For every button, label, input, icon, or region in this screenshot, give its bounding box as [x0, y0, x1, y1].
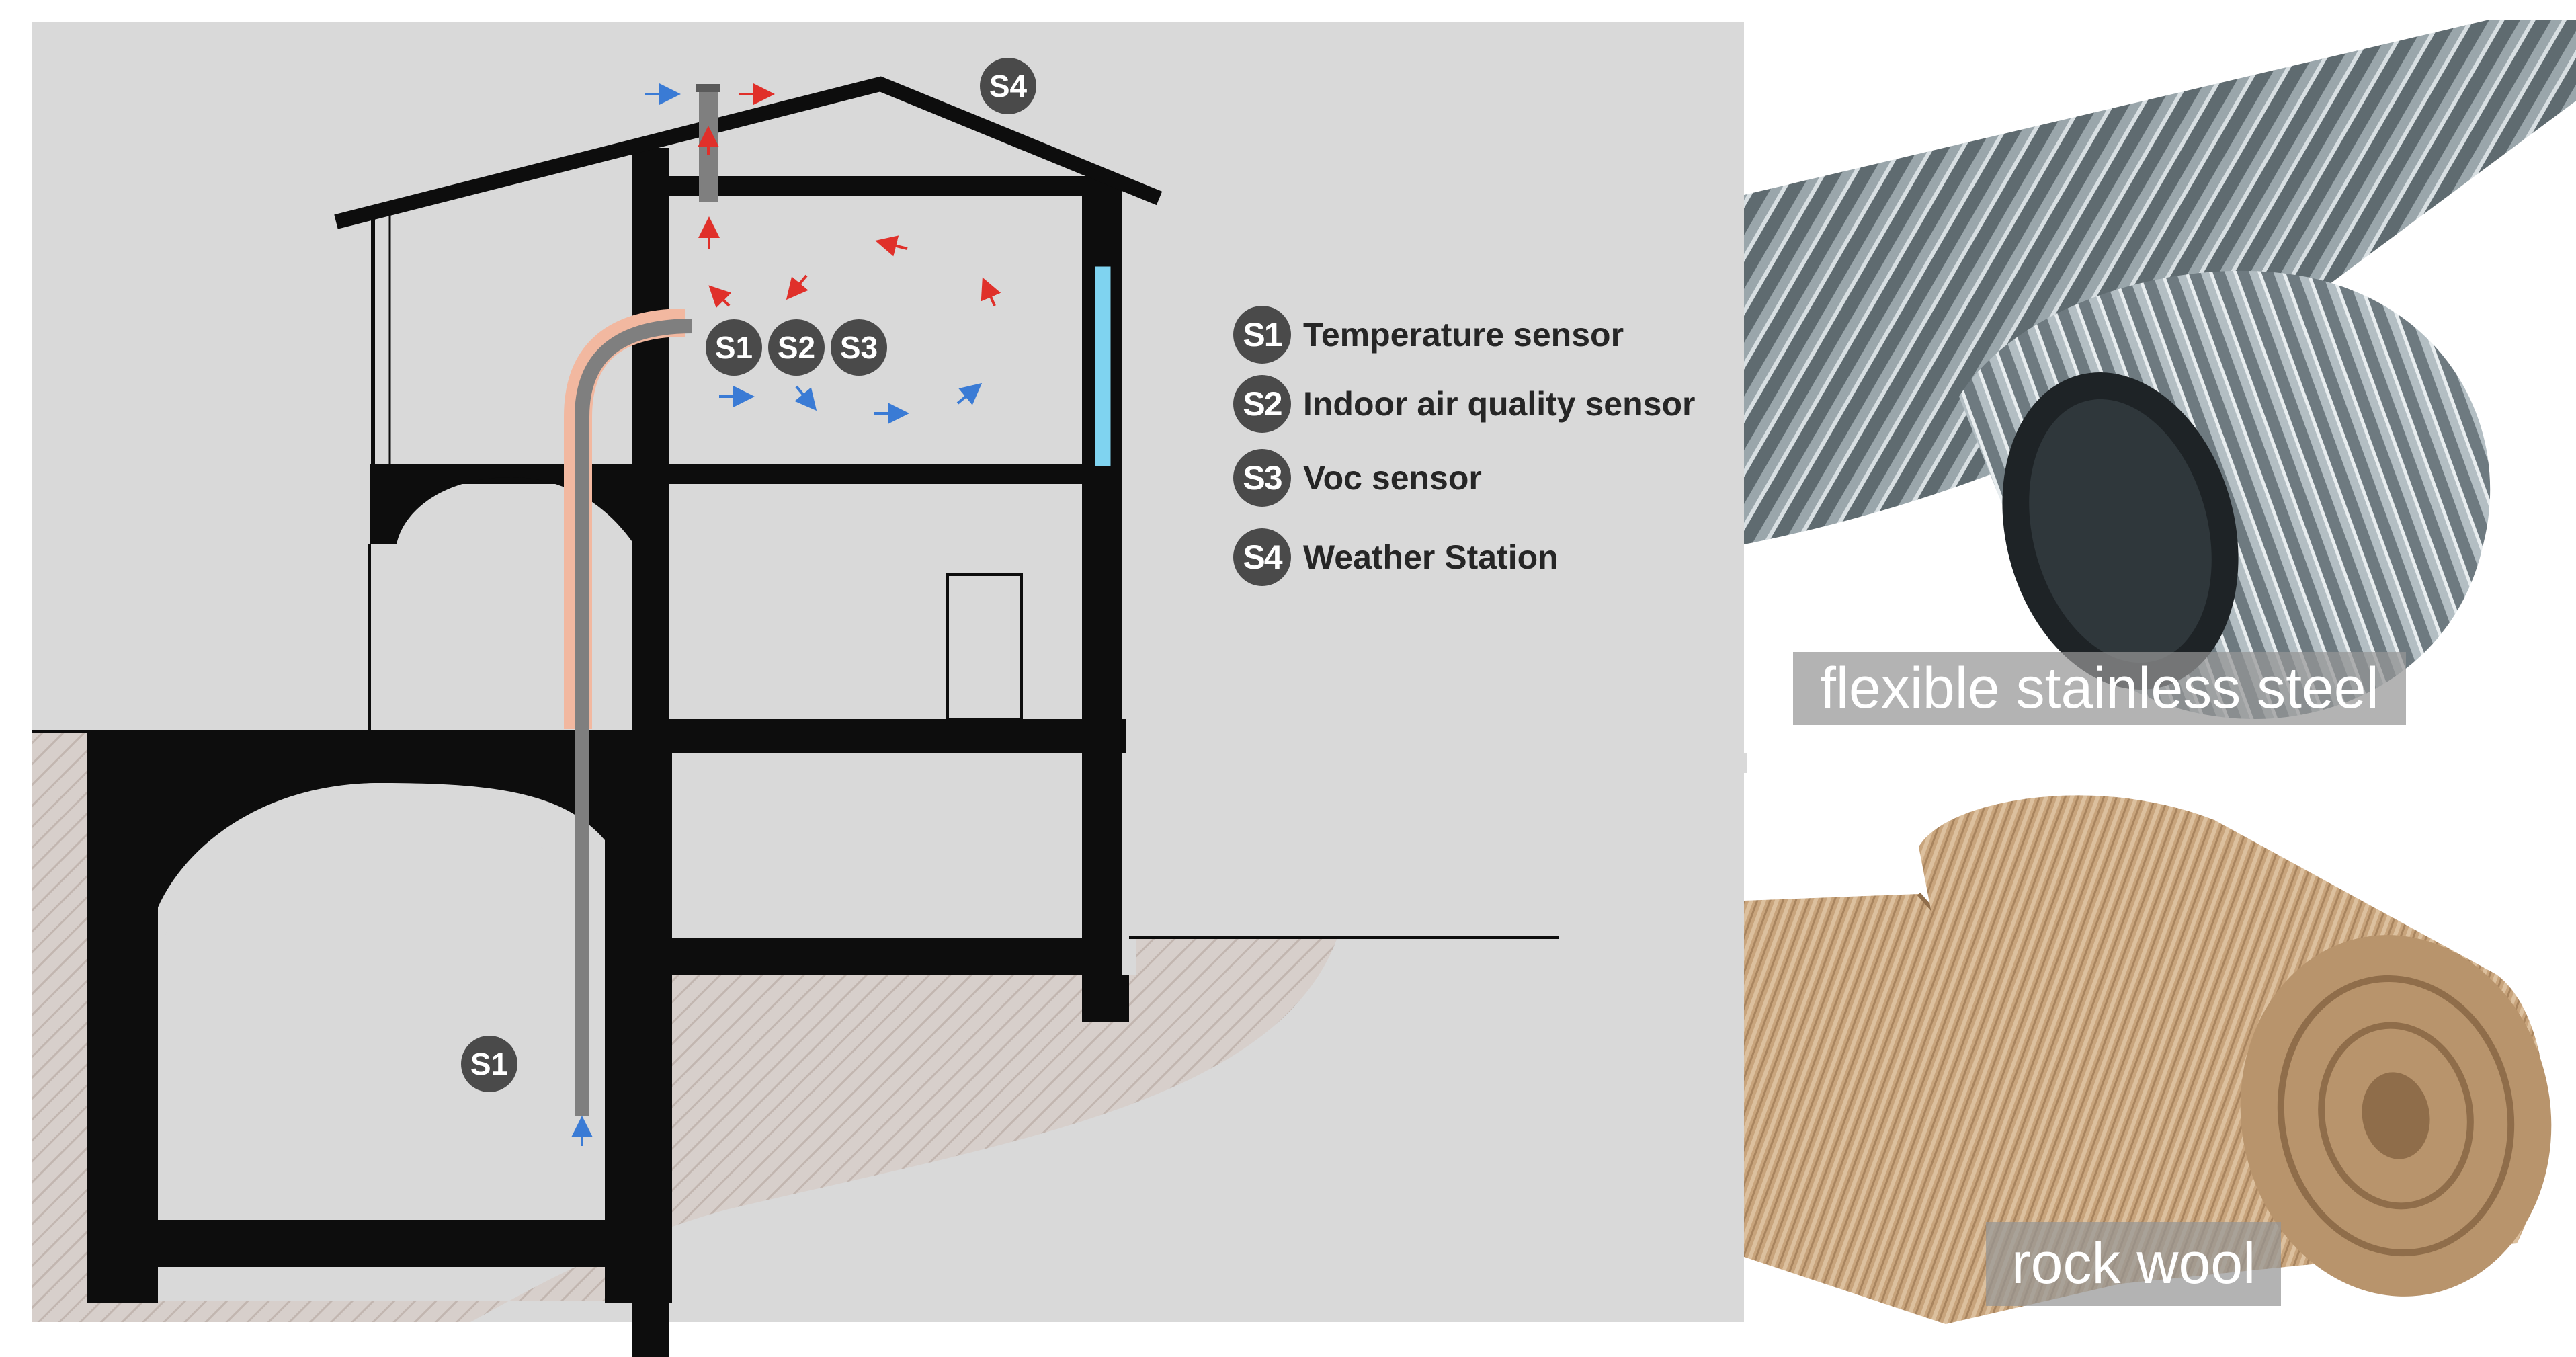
flexible-duct-icon [1744, 20, 2576, 753]
rock-wool-caption: rock wool [1986, 1222, 2282, 1306]
sensor-badge-cellar: S1 [461, 1036, 517, 1092]
sensor-badge-roof-label: S4 [989, 69, 1028, 104]
flexible-stainless-steel-caption: flexible stainless steel [1793, 652, 2406, 725]
roof [334, 76, 1163, 229]
sensor-badge-roof: S4 [980, 58, 1036, 114]
legend-item-s3: S3 Voc sensor [1233, 449, 1482, 507]
window [1093, 264, 1113, 468]
legend-badge: S1 [1233, 306, 1291, 364]
legend-item-s4: S4 Weather Station [1233, 528, 1559, 586]
legend-label: Weather Station [1303, 538, 1559, 576]
sensor-badge-room-3: S3 [831, 319, 887, 376]
sensor-badge-room-1-label: S1 [715, 330, 753, 365]
building-walls [370, 148, 1129, 1357]
sensor-badge-room-1: S1 [706, 319, 762, 376]
legend-label: Voc sensor [1303, 459, 1482, 497]
legend-badge: S2 [1233, 375, 1291, 433]
sensor-badge-room-2-label: S2 [778, 330, 815, 365]
interior-door [946, 573, 1023, 721]
legend-badge: S4 [1233, 528, 1291, 586]
cellar-vault [158, 783, 605, 1220]
air-intake-pipe [575, 319, 693, 1116]
sensor-badge-room-3-label: S3 [840, 330, 878, 365]
sensor-badge-cellar-label: S1 [470, 1046, 508, 1081]
legend-label: Temperature sensor [1303, 316, 1624, 354]
legend-item-s1: S1 Temperature sensor [1233, 306, 1624, 364]
legend-item-s2: S2 Indoor air quality sensor [1233, 375, 1695, 433]
legend-badge: S3 [1233, 449, 1291, 507]
flexible-stainless-steel-photo [1744, 20, 2576, 753]
sensor-badge-room-2: S2 [768, 319, 825, 376]
legend-label: Indoor air quality sensor [1303, 385, 1696, 423]
soil-area [32, 731, 1337, 1322]
building-cross-section-diagram: S4 S1 S2 S3 S1 [32, 22, 1747, 1357]
air-flow-arrows [571, 83, 1001, 1146]
